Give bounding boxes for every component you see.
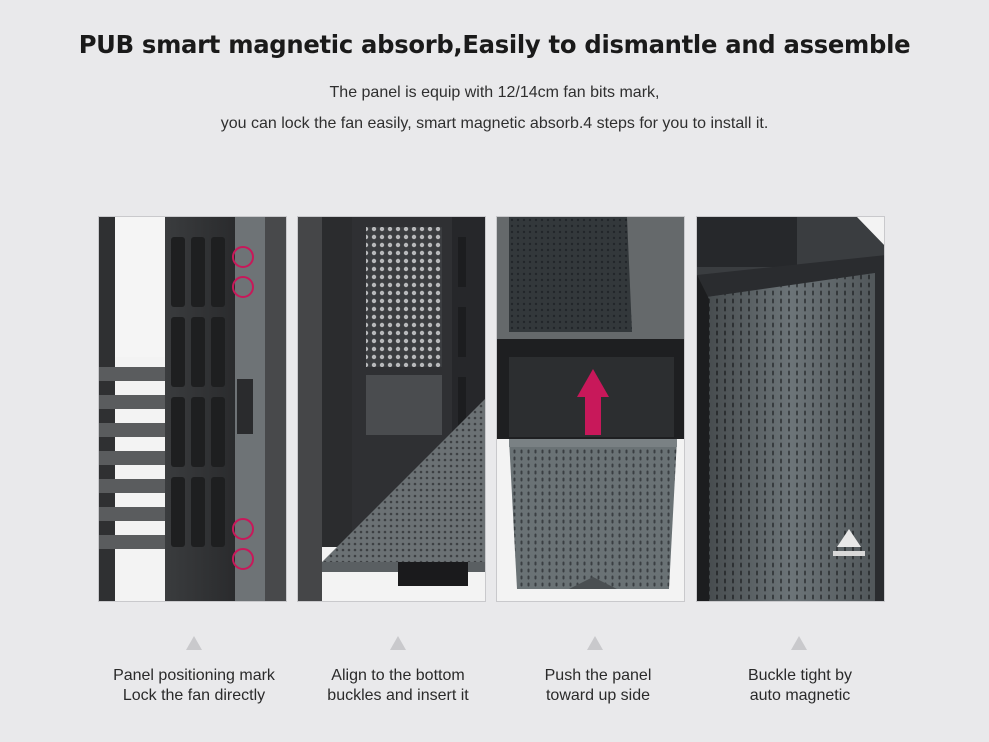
step-4-marker <box>791 636 807 650</box>
step-2-caption: Align to the bottom buckles and insert i… <box>288 666 508 706</box>
subtitle-line-1: The panel is equip with 12/14cm fan bits… <box>329 84 660 101</box>
page-title: PUB smart magnetic absorb,Easily to dism… <box>78 30 911 59</box>
step-4-caption: Buckle tight by auto magnetic <box>690 666 910 706</box>
step-2-caption-line-1: Align to the bottom <box>331 667 465 684</box>
step-3-marker <box>587 636 603 650</box>
step-2-photo <box>297 216 486 602</box>
step-3-caption-line-1: Push the panel <box>544 667 652 684</box>
step-2-marker <box>390 636 406 650</box>
step-1-marker <box>186 636 202 650</box>
step-1-caption-line-1: Panel positioning mark <box>113 667 275 684</box>
step-1-caption: Panel positioning mark Lock the fan dire… <box>84 666 304 706</box>
step-1-caption-line-2: Lock the fan directly <box>122 687 266 704</box>
subtitle-line-2: you can lock the fan easily, smart magne… <box>220 115 769 132</box>
step-1-photo <box>98 216 287 602</box>
step-3-photo <box>496 216 685 602</box>
step-2-caption-line-2: buckles and insert it <box>327 687 469 704</box>
step-4-photo <box>696 216 885 602</box>
step-3-caption: Push the panel toward up side <box>488 666 708 706</box>
step-4-caption-line-1: Buckle tight by <box>747 667 853 684</box>
step-4-caption-line-2: auto magnetic <box>749 687 851 704</box>
step-3-caption-line-2: toward up side <box>545 687 651 704</box>
